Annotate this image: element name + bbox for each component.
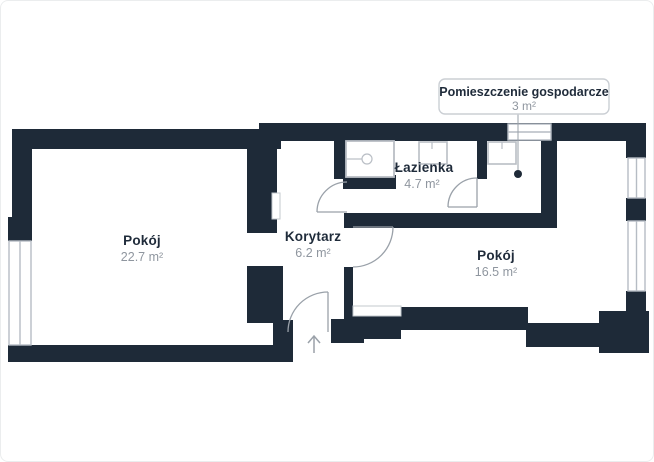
label-room-left: Pokój 22.7 m² [121,233,163,264]
callout-area: 3 m² [512,99,536,113]
wall-leftroom-corridor-lower [247,266,283,323]
wall-slot-rightroom [352,305,402,317]
wall-right-top [626,141,646,158]
wall-bottom-step1 [353,316,401,339]
corridor-name: Korytarz [285,229,341,244]
door-right-room [352,226,394,268]
wall-left-upper [12,129,32,217]
window-top-utility [507,123,552,141]
doors [287,177,478,333]
recesses [271,192,402,317]
label-room-right: Pokój 16.5 m² [475,248,517,279]
wall-shower [343,175,396,189]
window-right-upper [627,157,646,199]
door-entrance [287,291,329,333]
room-right-name: Pokój [477,248,515,263]
door-bathroom [316,181,348,213]
wall-corridor-bathroom [334,141,346,179]
callout-leader-dot [514,170,522,178]
room-labels: Pokój 22.7 m² Korytarz 6.2 m² Łazienka 4… [121,160,517,279]
wall-utility-right [541,123,557,219]
room-right-area: 16.5 m² [475,265,517,279]
fixtures [307,140,517,353]
washer-icon [487,141,517,165]
bathroom-name: Łazienka [395,160,454,175]
wall-left-bump [8,217,32,241]
door-recess-leftroom [271,192,281,220]
callout-title: Pomieszczenie gospodarcze [439,85,609,99]
wall-top-right [259,123,646,141]
corridor-area: 6.2 m² [295,246,330,260]
room-left-name: Pokój [123,233,161,248]
wall-corridor-right [344,267,353,323]
wall-bottom-left [8,345,274,362]
entrance-arrow-icon [307,334,321,353]
sink-icon [418,141,448,165]
wall-right-mid [626,198,646,221]
utility-callout: Pomieszczenie gospodarcze 3 m² [438,78,610,178]
label-bathroom: Łazienka 4.7 m² [395,160,454,191]
wall-bathroom-utility [477,141,487,179]
window-right-lower [627,220,646,292]
wall-leftroom-corridor-upper [247,146,277,233]
room-left-area: 22.7 m² [121,250,163,264]
wall-right-bottom [626,291,646,353]
callout-box [438,78,610,115]
shower-icon [345,140,395,178]
door-utility [447,177,478,208]
wall-bottom-step2 [401,307,528,330]
windows [8,123,646,346]
wall-top-left [12,129,281,149]
wall-bathroom-bottom [344,213,557,228]
walls [8,123,649,362]
label-corridor: Korytarz 6.2 m² [285,229,341,260]
bathroom-area: 4.7 m² [404,177,439,191]
wall-entrance-jamb [273,320,293,362]
window-left [8,240,32,346]
wall-bottom-step3 [526,323,601,347]
